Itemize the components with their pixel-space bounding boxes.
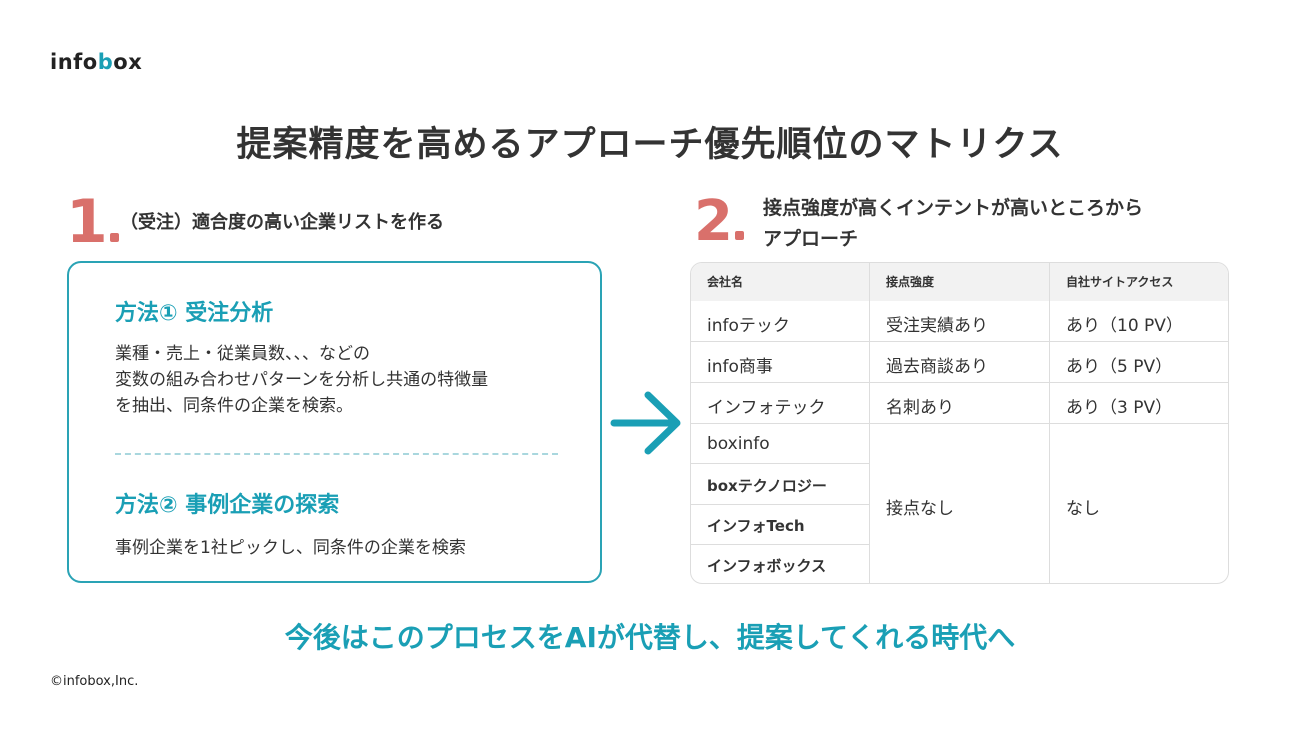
table-cell: infoテック	[707, 316, 790, 336]
step-2-number: 2	[694, 194, 744, 250]
method-1-title: 方法① 受注分析	[115, 301, 274, 326]
table-cell: なし	[1066, 499, 1100, 519]
row-divider	[691, 544, 869, 545]
dashed-divider	[115, 453, 558, 455]
method-2-title: 方法② 事例企業の探索	[115, 493, 340, 518]
priority-table: 会社名 接点強度 自社サイトアクセス infoテック 受注実績あり あり（10 …	[690, 262, 1229, 584]
table-cell: 過去商談あり	[886, 357, 988, 377]
row-divider	[691, 341, 1228, 342]
table-cell: 受注実績あり	[886, 316, 988, 336]
row-divider	[691, 463, 869, 464]
table-cell: インフォテック	[707, 398, 826, 418]
method-2-body: 事例企業を1社ピックし、同条件の企業を検索	[115, 538, 466, 558]
header-access: 自社サイトアクセス	[1050, 263, 1228, 301]
table-cell: info商事	[707, 357, 773, 377]
step-1-title: （受注）適合度の高い企業リストを作る	[120, 212, 444, 233]
page-title: 提案精度を高めるアプローチ優先順位のマトリクス	[236, 125, 1064, 165]
table-cell: あり（3 PV）	[1066, 398, 1173, 418]
table-cell: 接点なし	[886, 499, 954, 519]
row-divider	[691, 382, 1228, 383]
table-cell: boxテクノロジー	[707, 477, 827, 495]
header-contact: 接点強度	[870, 263, 1050, 301]
table-cell: 名刺あり	[886, 398, 954, 418]
table-cell: あり（10 PV）	[1066, 316, 1183, 336]
row-divider	[691, 504, 869, 505]
table-cell: インフォボックス	[707, 557, 827, 575]
copyright: ©infobox,Inc.	[50, 674, 139, 689]
header-company: 会社名	[691, 263, 870, 301]
method-box: 方法① 受注分析 業種・売上・従業員数、、、などの 変数の組み合わせパターンを分…	[67, 261, 602, 583]
table-cell: あり（5 PV）	[1066, 357, 1173, 377]
table-cell: インフォTech	[707, 517, 805, 535]
step-2-title: 接点強度が高くインテントが高いところから アプローチ	[763, 197, 1144, 250]
footer-message: 今後はこのプロセスをAIが代替し、提案してくれる時代へ	[284, 621, 1016, 654]
method-1-body: 業種・売上・従業員数、、、などの 変数の組み合わせパターンを分析し共通の特徴量 …	[115, 344, 489, 416]
row-divider	[691, 423, 1228, 424]
arrow-right-icon	[610, 391, 681, 455]
brand-logo: infobox	[50, 50, 143, 74]
table-cell: boxinfo	[707, 434, 770, 454]
step-1-number: 1	[66, 192, 119, 252]
